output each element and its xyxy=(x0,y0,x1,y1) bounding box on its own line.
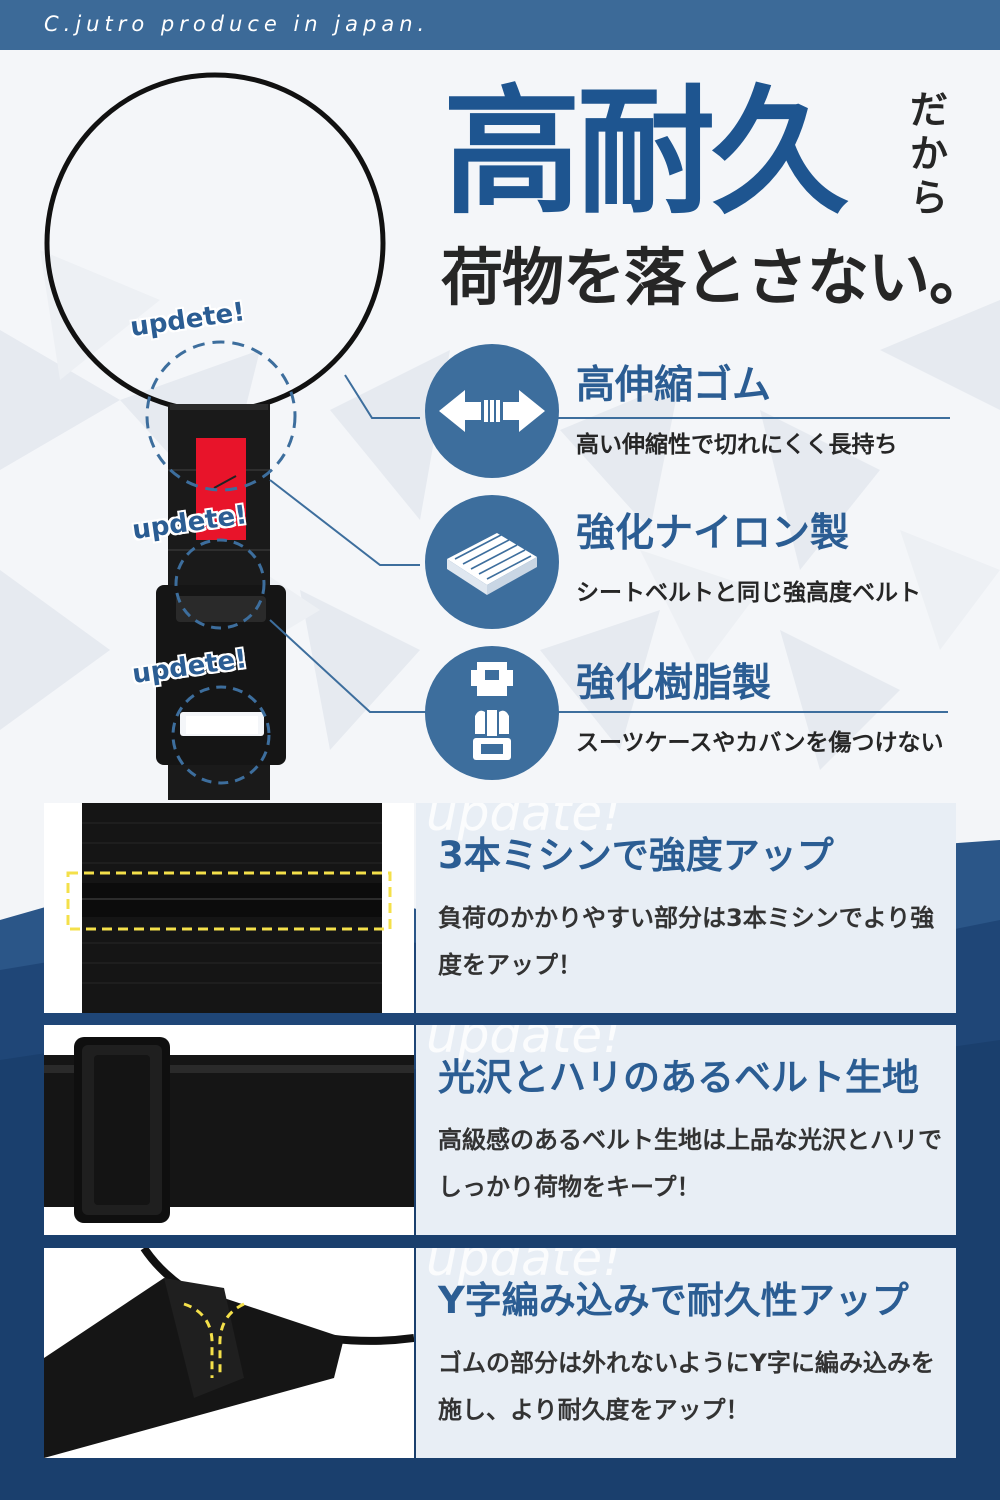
stitching-photo xyxy=(44,803,414,1013)
feature-desc-3: スーツケースやカバンを傷つけない xyxy=(576,730,944,756)
callout-circle-1 xyxy=(145,340,297,492)
panel-desc-1: 負荷のかかりやすい部分は3本ミシンでより強度をアップ！ xyxy=(438,904,935,979)
feature-title-1: 高伸縮ゴム xyxy=(576,363,772,408)
update-watermark-3: update! xyxy=(426,1248,623,1287)
feature-desc-1: 高い伸縮性で切れにくく長持ち xyxy=(576,432,898,458)
detail-panel-text-2: update! 光沢とハリのあるベルト生地 高級感のあるベルト生地は上品な光沢と… xyxy=(416,1025,956,1235)
panel-desc-2: 高級感のあるベルト生地は上品な光沢とハリでしっかり荷物をキープ！ xyxy=(438,1126,942,1201)
panel-title-1: 3本ミシンで強度アップ xyxy=(438,834,834,877)
callout-circle-3 xyxy=(171,685,271,785)
feature-divider-1 xyxy=(540,417,950,419)
leader-line-3 xyxy=(269,619,948,713)
stretch-arrows-icon xyxy=(425,344,559,478)
detail-panel-1: update! 3本ミシンで強度アップ 負荷のかかりやすい部分は3本ミシンでより… xyxy=(44,803,956,1013)
panel-desc-3: ゴムの部分は外れないようにY字に編み込みを施し、より耐久度をアップ！ xyxy=(438,1349,935,1424)
feature-desc-2: シートベルトと同じ強高度ベルト xyxy=(576,580,921,606)
feature-title-3: 強化樹脂製 xyxy=(576,661,772,706)
feature-title-2: 強化ナイロン製 xyxy=(576,511,850,556)
belt-fabric-photo xyxy=(44,1025,414,1235)
headline-side: だから xyxy=(910,88,949,220)
detail-panel-text-1: update! 3本ミシンで強度アップ 負荷のかかりやすい部分は3本ミシンでより… xyxy=(416,803,956,1013)
detail-panel-3: update! Y字編み込みで耐久性アップ ゴムの部分は外れないようにY字に編み… xyxy=(44,1248,956,1458)
headline-main: 高耐久 xyxy=(443,72,849,233)
detail-panel-text-3: update! Y字編み込みで耐久性アップ ゴムの部分は外れないようにY字に編み… xyxy=(416,1248,956,1458)
callout-circle-2 xyxy=(174,538,266,630)
top-bar: C.jutro produce in japan. xyxy=(0,0,1000,50)
buckle-icon xyxy=(425,646,559,780)
detail-panel-2: update! 光沢とハリのあるベルト生地 高級感のあるベルト生地は上品な光沢と… xyxy=(44,1025,956,1235)
red-tag xyxy=(196,438,246,540)
brand-tagline: C.jutro produce in japan. xyxy=(44,12,430,36)
update-watermark-2: update! xyxy=(426,1025,623,1064)
elastic-loop xyxy=(44,72,386,414)
panel-title-3: Y字編み込みで耐久性アップ xyxy=(438,1279,909,1322)
nylon-weave-icon xyxy=(425,495,559,629)
update-watermark-1: update! xyxy=(426,803,623,842)
y-weave-photo xyxy=(44,1248,414,1458)
panel-title-2: 光沢とハリのあるベルト生地 xyxy=(438,1056,919,1099)
luggage-strap-illustration xyxy=(44,72,420,800)
headline-sub: 荷物を落とさない。 xyxy=(441,241,991,314)
